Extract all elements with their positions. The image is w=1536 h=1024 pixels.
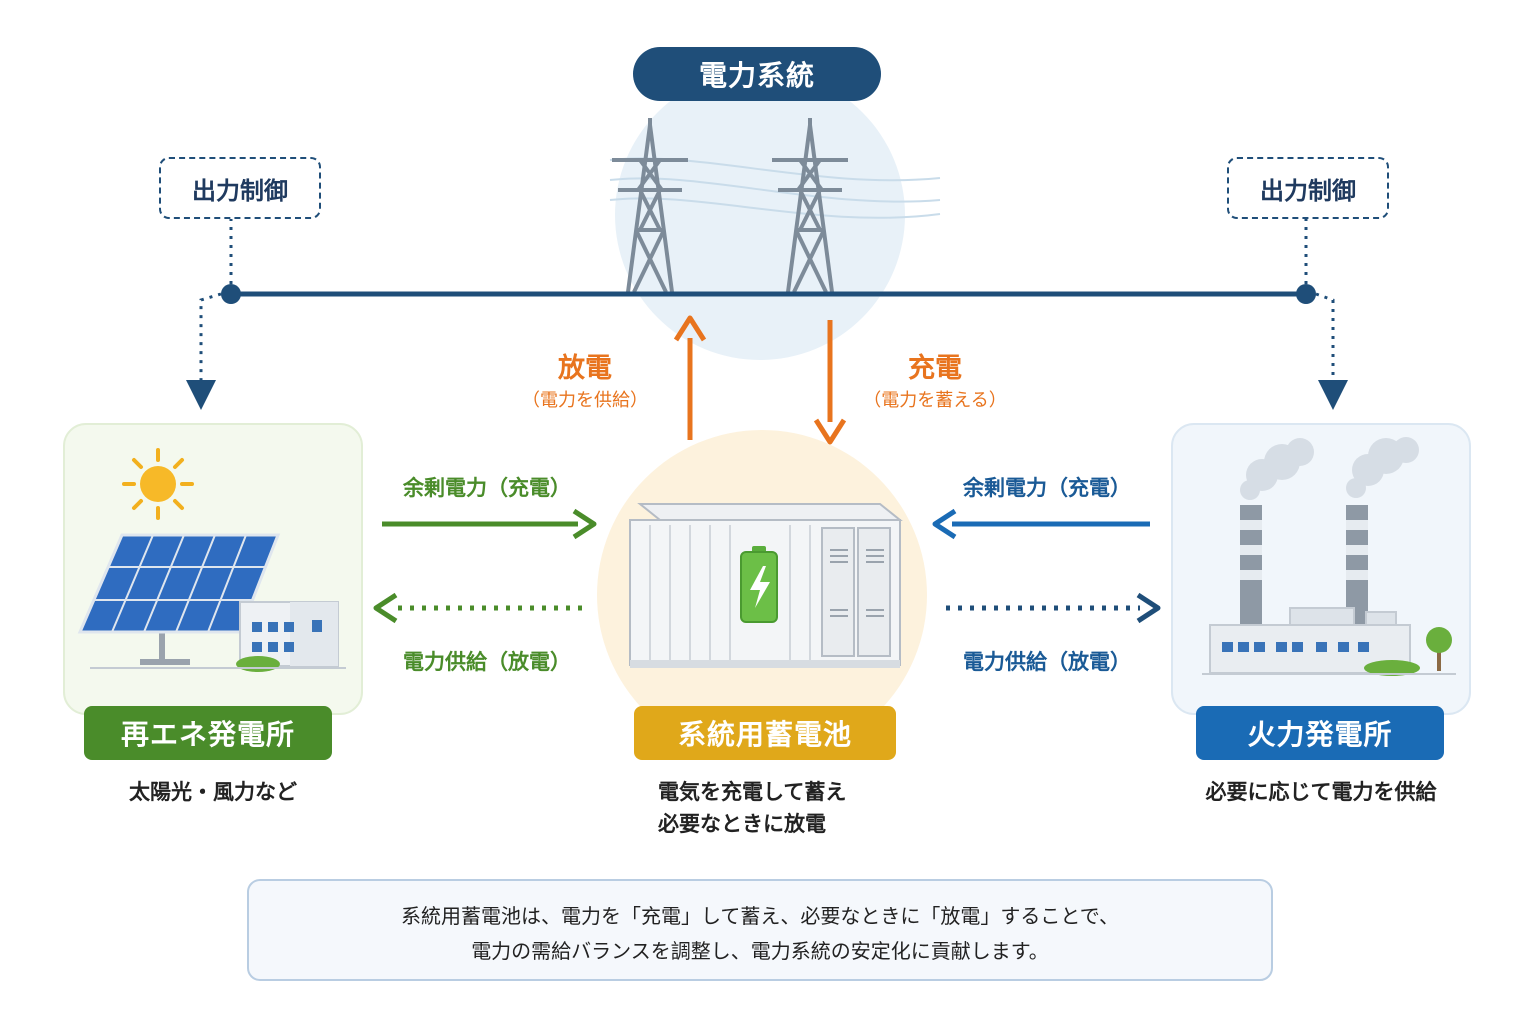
right-surplus-label: 余剰電力（充電） (963, 476, 1131, 500)
transmission-tower-icon (612, 118, 688, 293)
battery-container-icon (629, 503, 903, 668)
grid-node-left (221, 284, 241, 304)
summary-line-1: 系統用蓄電池は、電力を「充電」して蓄え、必要なときに「放電」することで、 (401, 904, 1119, 928)
thermal-description: 必要に応じて電力を供給 (1205, 780, 1437, 804)
right-charge-arrow (932, 508, 1150, 540)
charge-arrow (813, 320, 847, 445)
summary-box (247, 879, 1273, 981)
page-title: 電力系統 (633, 47, 881, 101)
battery-description-1: 電気を充電して蓄え (658, 780, 847, 804)
grid-halo (615, 70, 905, 360)
thermal-name-badge: 火力発電所 (1196, 706, 1444, 760)
battery-name-badge: 系統用蓄電池 (634, 706, 896, 760)
grid-node-right (1296, 284, 1316, 304)
left-surplus-label: 余剰電力（充電） (403, 476, 571, 500)
battery-icon (740, 546, 778, 623)
charge-label: 充電 (908, 353, 962, 384)
sun-icon (122, 448, 194, 520)
discharge-label: 放電 (558, 353, 612, 384)
transmission-tower-icon (772, 118, 848, 293)
building-icon (90, 601, 346, 672)
control-arrow-left (186, 292, 222, 410)
factory-icon (1202, 437, 1456, 676)
tree-icon (1426, 627, 1452, 671)
battery-description-2: 必要なときに放電 (658, 812, 826, 836)
renewable-name-badge: 再エネ発電所 (84, 706, 332, 760)
right-discharge-arrow (946, 592, 1161, 624)
output-control-right: 出力制御 (1227, 157, 1389, 219)
right-supply-label: 電力供給（放電） (963, 650, 1131, 674)
left-discharge-arrow (373, 592, 588, 624)
renewable-description: 太陽光・風力など (129, 780, 297, 804)
solar-panel-icon (77, 533, 281, 665)
charge-sublabel: （電力を蓄える） (863, 390, 1007, 411)
discharge-arrow (673, 315, 707, 440)
output-control-left: 出力制御 (159, 157, 321, 219)
control-arrow-right (1315, 292, 1348, 410)
discharge-sublabel: （電力を供給） (522, 390, 648, 411)
left-supply-label: 電力供給（放電） (403, 650, 571, 674)
summary-line-2: 電力の需給バランスを調整し、電力系統の安定化に貢献します。 (471, 939, 1049, 963)
left-charge-arrow (382, 508, 597, 540)
